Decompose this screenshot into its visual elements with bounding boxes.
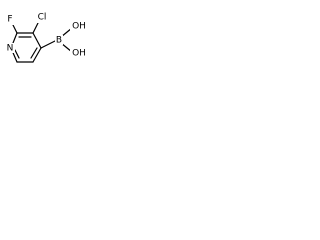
structure-svg: F Cl N B OH OH [5,12,88,63]
molecule-diagram: F Cl N B OH OH [0,0,92,66]
hydroxyl-bottom-label: OH [72,49,86,59]
boron-label: B [56,36,62,46]
nitrogen-label: N [7,44,14,54]
bond-c4-b [40,39,58,49]
chlorine-label: Cl [38,13,47,23]
bond-c4-c5 [32,47,42,63]
double-bond-c4-c5 [30,47,38,59]
double-bond-c6-n [14,49,20,59]
ring-bonds [10,32,42,63]
hydroxyl-top-label: OH [72,22,86,32]
atom-labels: F Cl N B OH OH [5,12,88,59]
bond-c3-c4 [32,32,42,49]
bond-c3-cl [32,22,39,34]
fluorine-label: F [7,15,12,25]
